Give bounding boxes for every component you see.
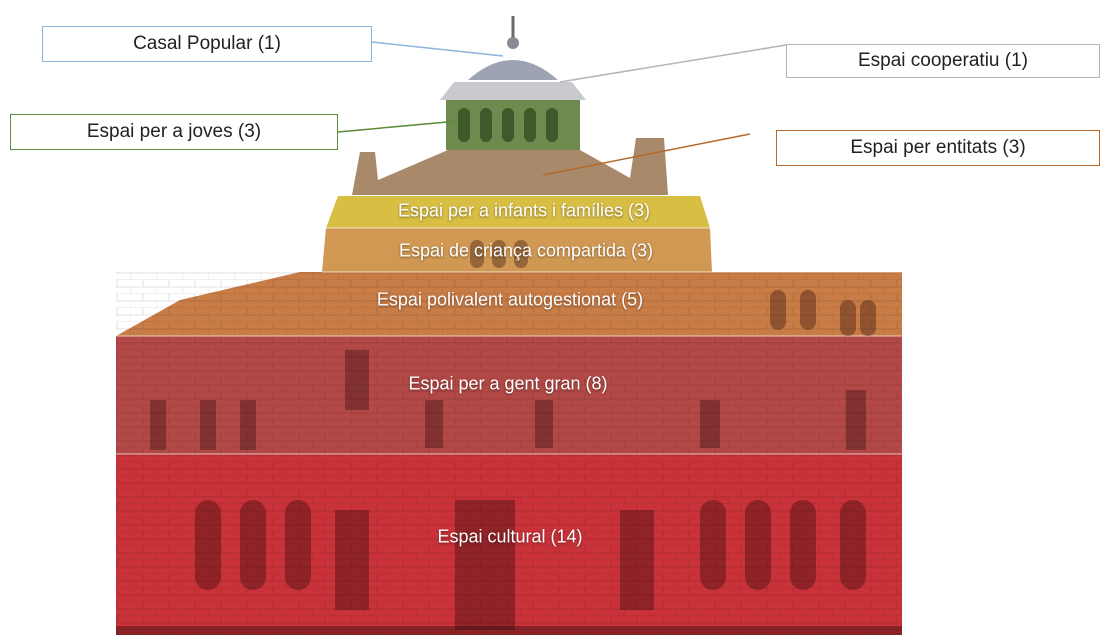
- callout-espai-joves: Espai per a joves (3): [10, 114, 338, 150]
- connector-espai-cooperatiu: [559, 44, 787, 83]
- band-label-infants: Espai per a infants i famílies (3): [397, 200, 651, 221]
- facade-windows: [150, 240, 876, 630]
- callout-casal-popular: Casal Popular (1): [42, 26, 372, 62]
- sidewalk: [116, 626, 902, 635]
- callout-espai-entitats: Espai per entitats (3): [776, 130, 1100, 166]
- callout-espai-joves-label: Espai per a joves (3): [86, 121, 262, 142]
- band-infants: [326, 196, 710, 228]
- upper-gable: [352, 138, 668, 195]
- band-label-polivalent: Espai polivalent autogestionat (5): [376, 289, 644, 310]
- connector-espai-joves: [337, 120, 459, 133]
- callout-espai-cooperatiu: Espai cooperatiu (1): [786, 44, 1100, 78]
- band-label-crianca: Espai de criança compartida (3): [398, 240, 654, 261]
- band-label-gent-gran: Espai per a gent gran (8): [408, 373, 608, 394]
- callout-espai-cooperatiu-label: Espai cooperatiu (1): [857, 50, 1029, 71]
- callout-casal-popular-label: Casal Popular (1): [133, 33, 281, 54]
- band-label-cultural: Espai cultural (14): [437, 526, 583, 547]
- dome-windows: [458, 108, 558, 142]
- callout-espai-entitats-label: Espai per entitats (3): [850, 137, 1026, 158]
- connector-espai-entitats: [542, 133, 751, 176]
- band-dividers: [116, 227, 902, 455]
- band-crianca: [322, 228, 712, 272]
- connector-casal-popular: [371, 41, 504, 57]
